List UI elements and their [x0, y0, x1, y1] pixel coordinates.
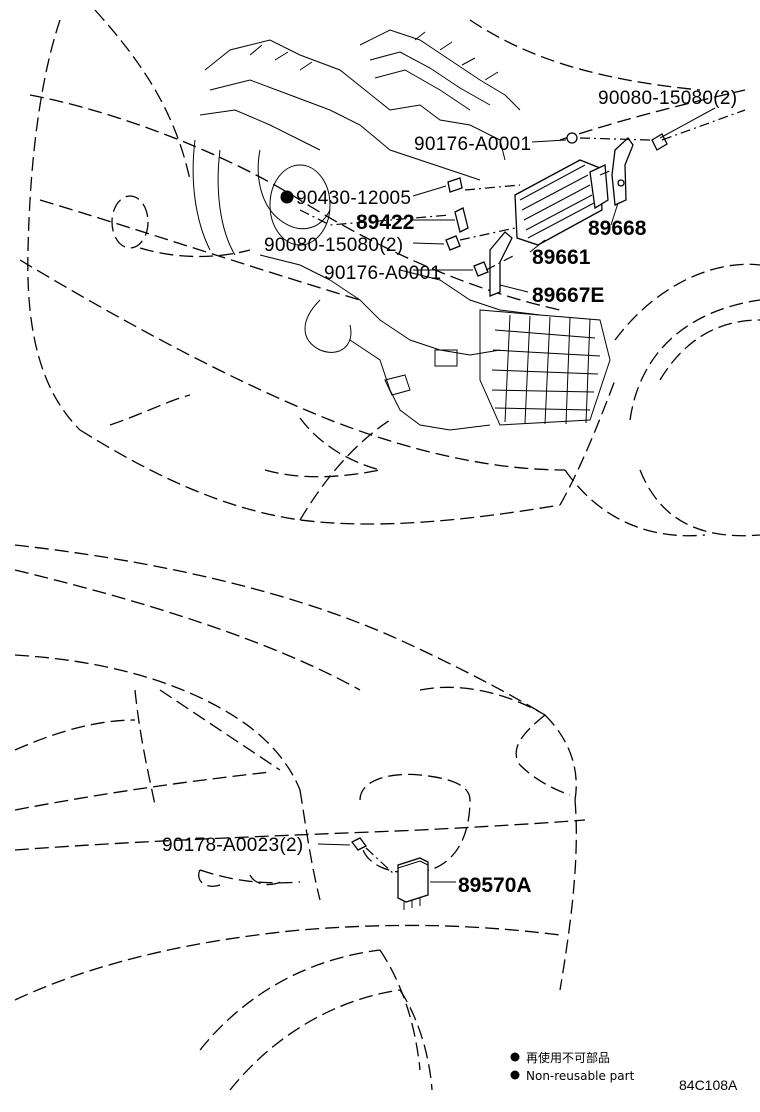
legend-line-en: Non-reusable part — [526, 1069, 635, 1083]
leader-lines — [412, 107, 716, 293]
assembly-guide-lines — [299, 109, 746, 271]
callout-nut-rear: 90178-A0023(2) — [162, 835, 304, 856]
nut-rear-part — [351, 837, 367, 851]
callout-bracket-right: 89668 — [588, 217, 647, 240]
legend-bullet-icon — [510, 1052, 520, 1062]
ecu-bracket-lower — [489, 231, 513, 297]
leader-lines-lower — [317, 843, 456, 883]
clip-lower-part — [473, 261, 489, 277]
engine-assembly — [192, 29, 541, 431]
callout-module-rear: 89570A — [458, 874, 532, 897]
legend-line-cn: 再使用不可部品 — [526, 1050, 610, 1065]
ecu-bracket-right — [611, 137, 634, 206]
callout-ecu: 89661 — [532, 246, 591, 269]
sensor-part — [454, 207, 469, 233]
radiator-grille-mesh — [479, 309, 611, 426]
legend-bullet-icon — [510, 1070, 520, 1080]
callout-bolt-top-right: 90080-15080(2) — [598, 88, 737, 109]
callout-clip-top: 90176-A0001 — [414, 134, 531, 155]
vehicle-front-outline — [19, 9, 746, 537]
clip-top-part — [566, 132, 578, 144]
vehicle-rear-outline — [14, 544, 586, 1091]
callout-bolt-left: 90080-15080(2) — [264, 235, 403, 256]
gasket-part — [447, 177, 463, 193]
callout-labels-upper: 90080-15080(2) 90176-A0001 90430-12005 8… — [264, 88, 737, 307]
callout-gasket: 90430-12005 — [296, 188, 411, 209]
front-wheel-arch — [614, 263, 760, 537]
legend: 再使用不可部品 Non-reusable part — [510, 1050, 635, 1083]
callout-labels-lower: 90178-A0023(2) 89570A — [162, 835, 532, 897]
diagram-code: 84C108A — [679, 1077, 738, 1093]
non-reusable-marker-icon — [280, 190, 294, 204]
rear-module-part — [397, 857, 429, 903]
callout-sensor: 89422 — [356, 211, 414, 234]
callout-bracket-lower: 89667E — [532, 284, 604, 307]
bolt-top-right-part — [651, 133, 668, 151]
fastener-parts — [445, 132, 668, 277]
rear-module-parts — [351, 837, 429, 910]
callout-clip-lower: 90176-A0001 — [324, 263, 441, 284]
bolt-left-part — [445, 235, 461, 251]
engine-control-unit — [514, 159, 609, 246]
